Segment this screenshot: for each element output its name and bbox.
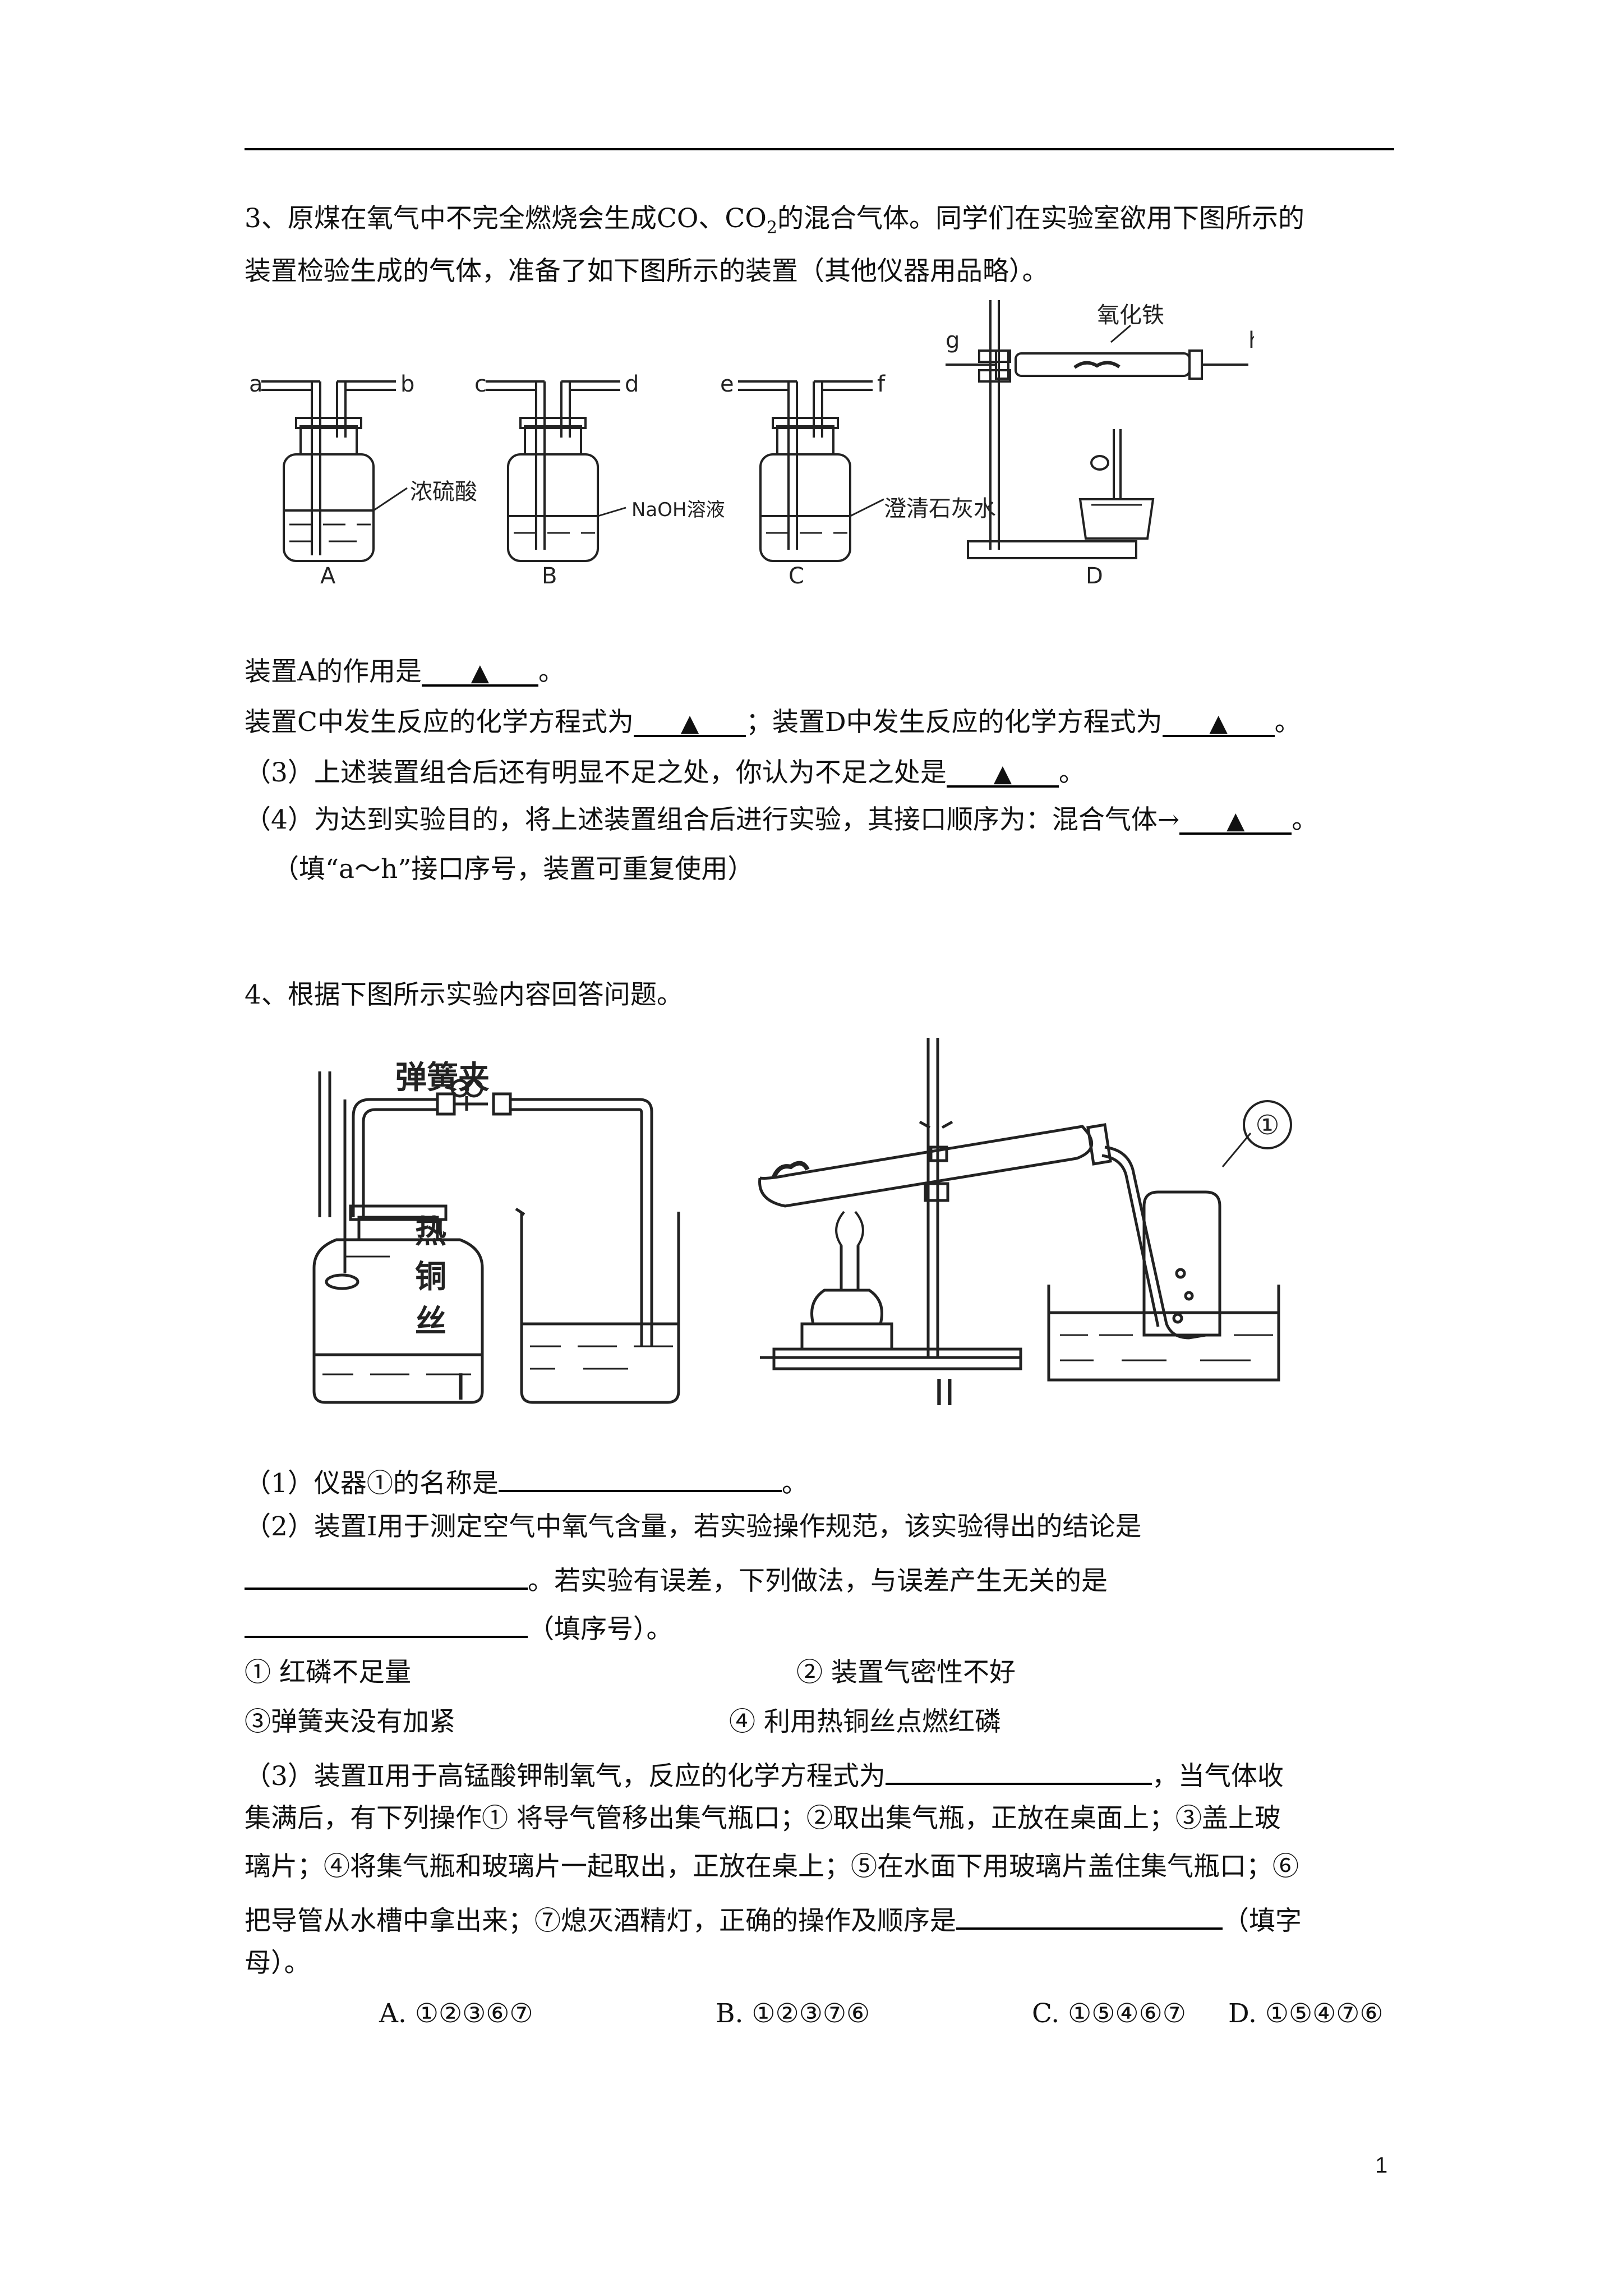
figure-2-label: II: [934, 1373, 955, 1414]
port-g-label: g: [946, 328, 960, 353]
option-4: ④ 利用热铜丝点燃红磷: [729, 1706, 1001, 1737]
q4-sub3-line5: 母）。: [245, 1948, 311, 1978]
q3-intro-line2: 装置检验生成的气体，准备了如下图所示的装置（其他仪器用品略）。: [245, 256, 1049, 287]
answer-blank[interactable]: ▲: [633, 706, 746, 737]
setup-2: [758, 1038, 1280, 1382]
naoh-label: NaOH溶液: [631, 499, 725, 521]
option-1: ① 红磷不足量: [245, 1657, 411, 1688]
answer-blank[interactable]: ▲: [1162, 706, 1275, 737]
header-rule: [245, 148, 1394, 150]
label-A: A: [320, 563, 336, 589]
q3-sub3: （3）上述装置组合后还有明显不足之处，你认为不足之处是▲。: [245, 756, 1085, 788]
q4-sub1: （1）仪器①的名称是。: [245, 1461, 808, 1501]
choice-c[interactable]: C. ①⑤④⑥⑦: [1032, 1998, 1186, 2029]
answer-blank[interactable]: [245, 1607, 528, 1638]
q3-sub1: 装置A的作用是▲。: [245, 655, 565, 687]
hot-label: 热: [415, 1214, 446, 1250]
copper-label: 铜: [415, 1259, 446, 1295]
q4-sub2-line3: （填序号）。: [245, 1607, 673, 1646]
clip-label: 弹簧夹: [395, 1060, 490, 1096]
setup-1: [312, 1071, 680, 1404]
port-e-label: e: [720, 371, 734, 397]
bottle-c: [738, 380, 884, 562]
bottle-b: [486, 380, 626, 562]
answer-blank[interactable]: ▲: [1179, 803, 1292, 835]
choice-b[interactable]: B. ①②③⑦⑥: [716, 1998, 870, 2029]
q4-sub3-line3: 璃片；④将集气瓶和玻璃片一起取出，正放在桌上；⑤在水面下用玻璃片盖住集气瓶口；⑥: [245, 1851, 1299, 1882]
port-a-label: a: [249, 371, 263, 397]
q3-apparatus-figure: a b 浓硫酸 A c d NaOH溶液 B e f 澄清石灰水 C: [249, 300, 1254, 589]
answer-blank[interactable]: [956, 1898, 1223, 1930]
q4-intro: 4、根据下图所示实验内容回答问题。: [245, 979, 683, 1010]
bottle-a: [261, 380, 408, 562]
acid-label: 浓硫酸: [410, 479, 477, 505]
label-C: C: [789, 563, 804, 589]
figure-1-label: I: [455, 1367, 466, 1409]
port-c-label: c: [474, 371, 487, 397]
port-d-label: d: [625, 371, 639, 397]
choice-a[interactable]: A. ①②③⑥⑦: [379, 1998, 533, 2029]
instrument-1-marker: ①: [1255, 1110, 1279, 1141]
answer-blank[interactable]: [885, 1754, 1152, 1785]
choice-d[interactable]: D. ①⑤④⑦⑥: [1228, 1998, 1384, 2029]
label-B: B: [542, 563, 557, 589]
q4-sub2-line1: （2）装置Ⅰ用于测定空气中氧气含量，若实验操作规范，该实验得出的结论是: [245, 1511, 1142, 1542]
q3-intro-line1: 3、原煤在氧气中不完全燃烧会生成CO、CO2的混合气体。同学们在实验室欲用下图所…: [245, 203, 1304, 238]
option-3: ③弹簧夹没有加紧: [245, 1706, 455, 1737]
q3-sub2: 装置C中发生反应的化学方程式为▲；装置D中发生反应的化学方程式为▲。: [245, 706, 1301, 738]
answer-blank[interactable]: ▲: [946, 756, 1059, 788]
answer-blank[interactable]: [245, 1558, 528, 1590]
q4-apparatus-figure: 弹簧夹 热 铜 丝 I ① II: [312, 1038, 1292, 1414]
iron-oxide-label: 氧化铁: [1097, 302, 1164, 328]
answer-blank[interactable]: ▲: [421, 655, 538, 687]
port-f-label: f: [877, 371, 886, 397]
q3-note: （填“a～h”接口序号，装置可重复使用）: [273, 854, 754, 885]
q4-sub3-line4: 把导管从水槽中拿出来；⑦熄灭酒精灯，正确的操作及顺序是（填字: [245, 1898, 1302, 1938]
page-number: 1: [1375, 2153, 1388, 2178]
q4-sub3-line1: （3）装置Ⅱ用于高锰酸钾制氧气，反应的化学方程式为，当气体收: [245, 1754, 1284, 1793]
wire-label: 丝: [415, 1304, 446, 1340]
option-2: ② 装置气密性不好: [796, 1657, 1016, 1688]
q4-sub2-line2: 。若实验有误差，下列做法，与误差产生无关的是: [245, 1558, 1108, 1598]
answer-blank[interactable]: [498, 1461, 782, 1492]
apparatus-d: [946, 300, 1248, 559]
port-h-label: h: [1248, 328, 1254, 353]
lime-water-label: 澄清石灰水: [884, 496, 996, 522]
label-D: D: [1086, 563, 1103, 589]
q3-sub4: （4）为达到实验目的，将上述装置组合后进行实验，其接口顺序为：混合气体→▲。: [245, 803, 1318, 835]
port-b-label: b: [400, 371, 414, 397]
q4-sub3-line2: 集满后，有下列操作① 将导气管移出集气瓶口；②取出集气瓶，正放在桌面上；③盖上玻: [245, 1803, 1281, 1834]
